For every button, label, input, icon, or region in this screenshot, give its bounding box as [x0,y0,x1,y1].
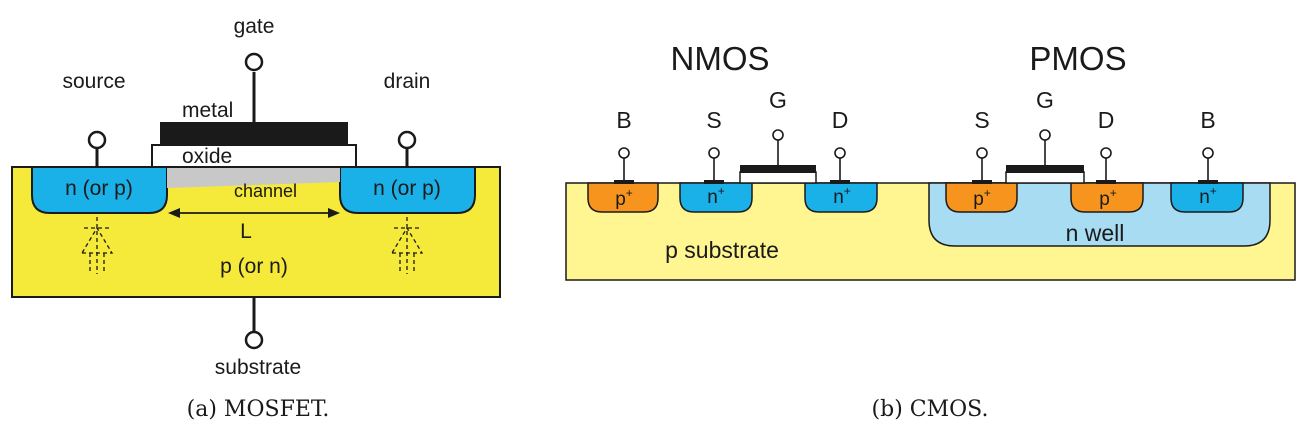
nmos-title: NMOS [671,40,770,77]
nmos-terminal-label: S [706,107,721,133]
source-region-label: n (or p) [65,177,133,200]
caption-a: (a) MOSFET. [187,397,330,422]
mosfet-diagram: gate source drain metal oxide channel n … [11,15,501,422]
length-arrow [168,208,340,218]
region-label: p+ [615,186,633,210]
substrate-label: substrate [215,356,301,379]
nmos-source-n-region [679,182,753,213]
drain-region-label: n (or p) [373,177,441,200]
pmos-drain-p-region [1070,182,1144,213]
nmos-terminal-label: B [616,107,631,133]
pmos-terminal-label: D [1098,107,1115,133]
gate-terminal [244,52,264,72]
nmos-d-terminal [830,147,850,184]
nmos-gate-oxide [739,171,817,184]
metal-label: metal [182,99,233,122]
region-label: n+ [833,184,851,208]
pmos-terminal-label: G [1036,87,1054,113]
caption-b: (b) CMOS. [872,397,989,422]
nmos-body-p-region [587,182,659,213]
nmos-gate-metal [740,165,816,173]
nmos-g-terminal [772,129,784,165]
channel-label: channel [234,181,297,201]
pmos-title: PMOS [1029,40,1126,77]
pmos-source-p-region [945,182,1018,213]
length-label: L [240,220,252,243]
p-substrate-label: p substrate [665,237,779,263]
substrate-terminal [244,330,264,350]
parasitic-diode-icon [390,217,424,274]
region-label: n+ [707,184,725,208]
drain-terminal [397,130,417,150]
mosfet-drain-region [339,166,476,214]
nmos-terminal-label: D [832,107,849,133]
nmos-b-terminal [614,147,634,184]
pmos-s-terminal [972,147,992,184]
gate-label: gate [234,15,275,38]
nmos-drain-n-region [804,182,878,213]
nmos-s-terminal [704,147,724,184]
pmos-terminal-label: B [1200,107,1215,133]
region-label: n+ [1199,184,1217,208]
source-label: source [62,70,125,93]
n-well-label: n well [1066,220,1125,246]
pmos-d-terminal [1096,147,1116,184]
region-label: p+ [973,186,991,210]
mosfet-channel [167,168,340,188]
mosfet-source-region [31,166,168,214]
body-label: p (or n) [220,255,288,278]
nmos-terminal-label: G [769,87,787,113]
pmos-gate-oxide [1005,171,1085,184]
source-terminal [87,130,107,150]
pmos-terminal-label: S [974,107,989,133]
pmos-b-terminal [1198,147,1218,184]
drain-label: drain [384,70,431,93]
oxide-label: oxide [182,145,232,168]
cmos-diagram: NMOS PMOS B S G D S G D B p+ n+ n+ p+ p+… [565,40,1296,422]
region-label: p+ [1099,186,1117,210]
pmos-body-n-region [1170,182,1244,213]
pmos-gate-metal [1006,165,1084,173]
mosfet-metal-layer [160,122,348,145]
pmos-g-terminal [1039,129,1051,165]
parasitic-diode-icon [80,217,114,274]
